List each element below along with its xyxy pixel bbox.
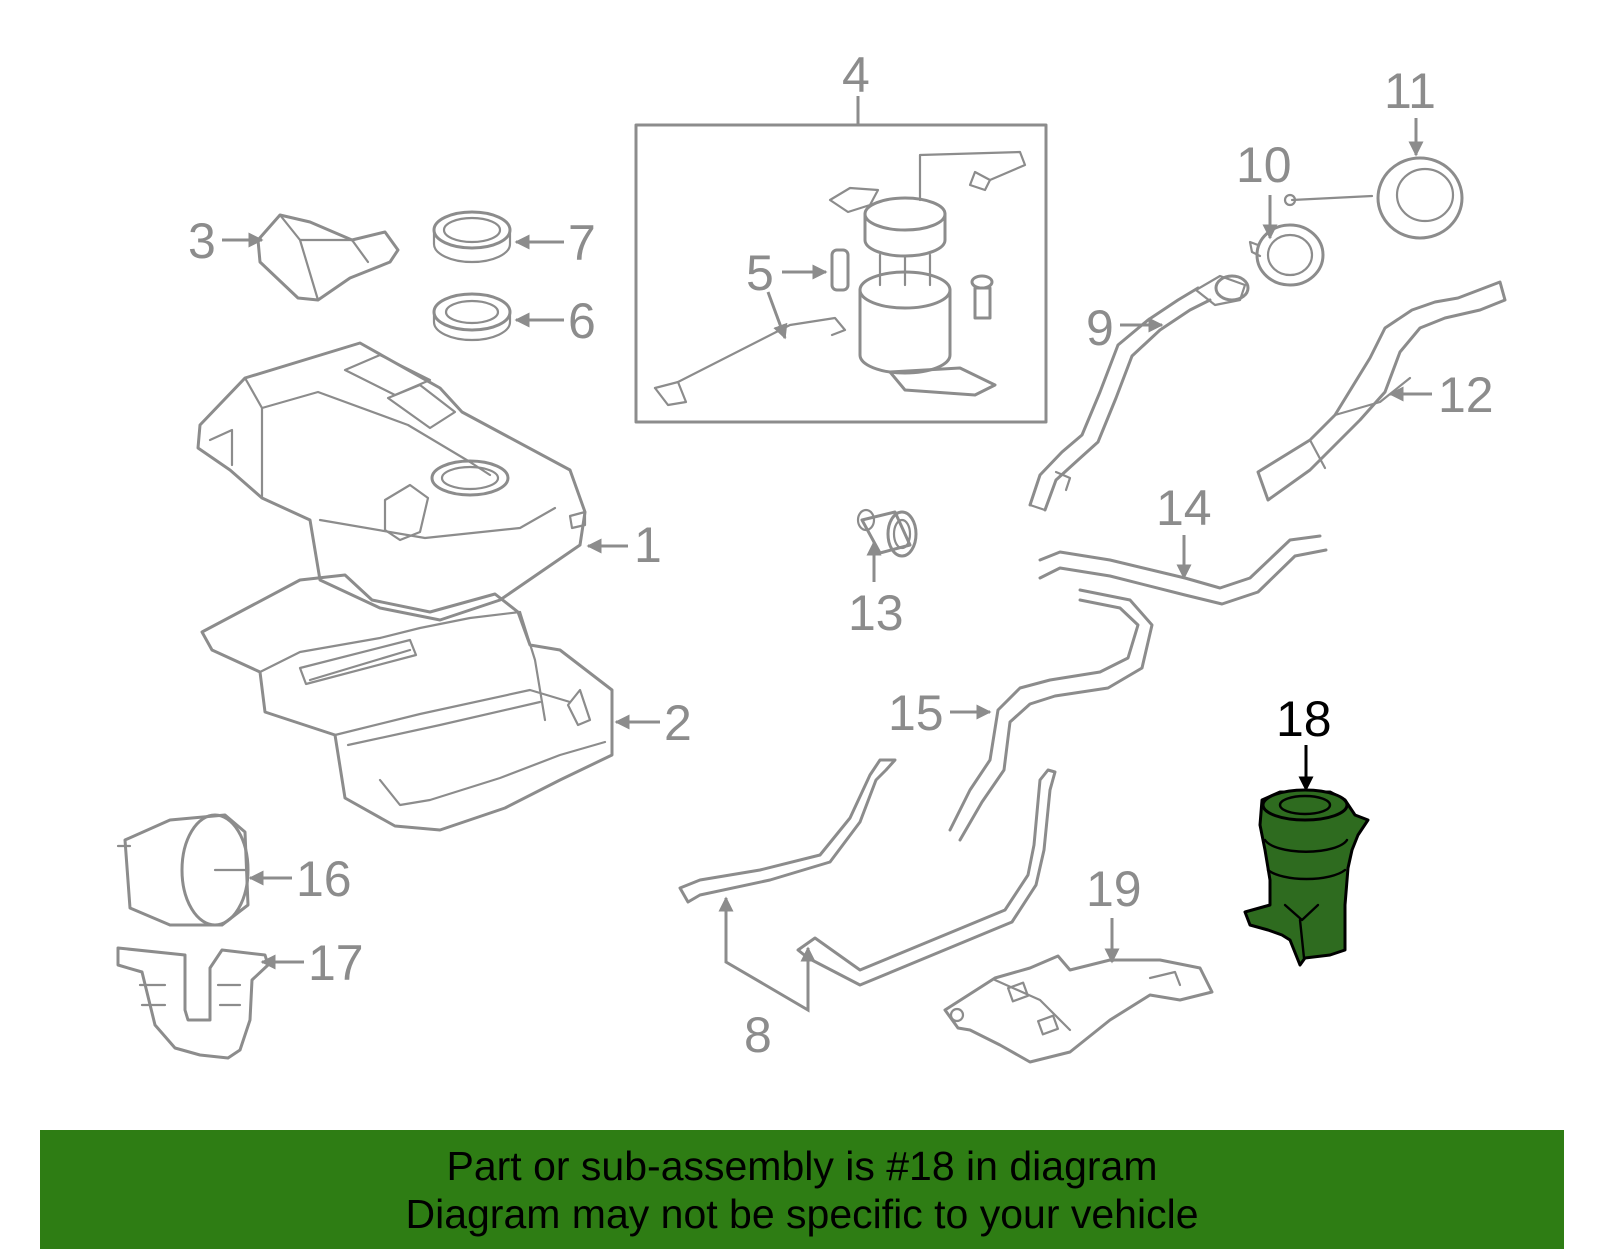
callout-15: 15 <box>888 685 944 741</box>
part-13-grommet <box>856 508 918 558</box>
callout-8: 8 <box>744 1007 772 1063</box>
part-1-fuel-tank <box>196 341 587 622</box>
callout-11: 11 <box>1384 63 1436 119</box>
callout-9: 9 <box>1086 300 1114 356</box>
leader-lines <box>222 96 1432 970</box>
callout-6: 6 <box>568 293 596 349</box>
callout-4: 4 <box>842 47 870 103</box>
callout-1: 1 <box>634 517 662 573</box>
part-14-vent-hose <box>1038 534 1328 606</box>
callout-2: 2 <box>664 695 692 751</box>
callout-19: 19 <box>1086 861 1142 917</box>
part-2-tank-shield <box>200 573 614 832</box>
callout-10: 10 <box>1236 137 1292 193</box>
callout-17: 17 <box>308 935 364 991</box>
part-19-heat-shield <box>943 954 1214 1064</box>
part-3-bracket <box>256 213 400 302</box>
banner-line-disclaimer: Diagram may not be specific to your vehi… <box>405 1191 1199 1237</box>
callout-16: 16 <box>296 851 352 907</box>
callout-labels: 1 2 3 4 5 6 7 8 9 10 11 12 13 14 15 16 1… <box>188 47 1494 1063</box>
callout-13: 13 <box>848 585 904 641</box>
callout-18: 18 <box>1276 691 1332 747</box>
part-12-filler-shield <box>1256 280 1507 502</box>
callout-12: 12 <box>1438 367 1494 423</box>
banner-line-part-number: Part or sub-assembly is #18 in diagram <box>446 1143 1158 1189</box>
part-8-tank-straps <box>678 758 1057 1013</box>
part-4-fuel-pump-module <box>634 123 1048 424</box>
info-banner: Part or sub-assembly is #18 in diagram D… <box>40 1130 1564 1249</box>
part-11-fuel-cap <box>1283 156 1464 240</box>
callout-5: 5 <box>746 245 774 301</box>
callout-14: 14 <box>1156 480 1212 536</box>
part-18-filler-neck-housing <box>1243 788 1370 967</box>
part-17-filter-bracket <box>116 946 270 1060</box>
part-7-lock-ring <box>432 210 512 264</box>
part-6-gasket <box>432 292 512 342</box>
part-9-filler-pipe <box>1028 274 1250 512</box>
callout-7: 7 <box>568 215 596 271</box>
part-16-fuel-filter <box>116 813 250 927</box>
part-10-filler-housing <box>1248 223 1325 287</box>
callout-3: 3 <box>188 213 216 269</box>
part-15-fuel-line <box>948 588 1154 842</box>
